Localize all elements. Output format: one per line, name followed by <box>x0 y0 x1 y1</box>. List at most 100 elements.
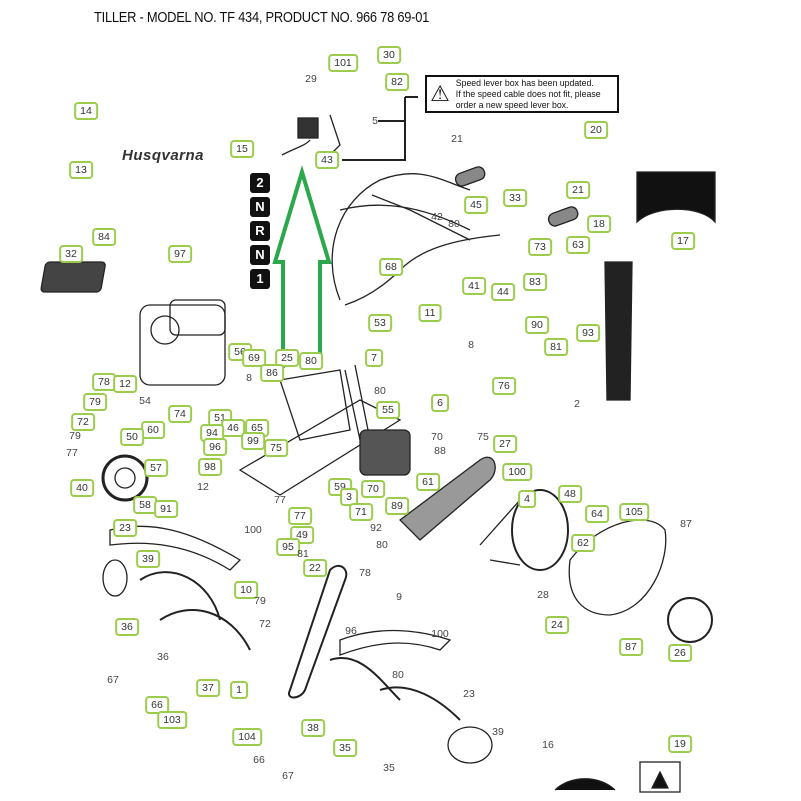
part-callout: 5 <box>372 115 378 127</box>
disc-left <box>102 559 128 597</box>
part-callout: 21 <box>566 181 590 199</box>
warning-icon: ⚠ <box>430 81 450 106</box>
part-callout: 80 <box>448 218 460 230</box>
part-callout: 94 <box>200 424 224 442</box>
part-callout: 69 <box>242 349 266 367</box>
part-callout: 80 <box>299 352 323 370</box>
part-callout: 67 <box>107 674 119 686</box>
part-callout: 72 <box>259 618 271 630</box>
part-callout: 95 <box>276 538 300 556</box>
part-callout: 77 <box>274 494 286 506</box>
part-callout: 81 <box>544 338 568 356</box>
part-callout: 100 <box>502 463 532 481</box>
part-callout: 45 <box>464 196 488 214</box>
part-callout: 38 <box>301 719 325 737</box>
disc-right <box>447 726 493 764</box>
part-callout: 36 <box>115 618 139 636</box>
part-callout: 91 <box>154 500 178 518</box>
part-callout: 99 <box>241 432 265 450</box>
part-callout: 79 <box>83 393 107 411</box>
part-callout: 36 <box>157 651 169 663</box>
part-callout: 90 <box>525 316 549 334</box>
part-callout: 39 <box>136 550 160 568</box>
part-callout: 78 <box>359 567 371 579</box>
part-callout: 70 <box>361 480 385 498</box>
part-callout: 66 <box>145 696 169 714</box>
part-callout: 1 <box>230 681 248 699</box>
gear-2: 2 <box>250 173 270 193</box>
part-callout: 50 <box>120 428 144 446</box>
part-callout: 101 <box>328 54 358 72</box>
tine-shield-right <box>339 629 452 656</box>
part-callout: 43 <box>315 151 339 169</box>
part-callout: 98 <box>198 458 222 476</box>
wheel <box>101 454 149 502</box>
part-callout: 7 <box>365 349 383 367</box>
part-callout: 6 <box>431 394 449 412</box>
part-callout: 11 <box>418 304 442 322</box>
decal-18 <box>604 261 633 401</box>
part-callout: 70 <box>431 431 443 443</box>
speed-lever-notice: ⚠ Speed lever box has been updated. If t… <box>425 75 619 113</box>
notice-line: Speed lever box has been updated. <box>455 77 594 89</box>
part-callout: 66 <box>253 754 265 766</box>
part-callout: 25 <box>275 349 299 367</box>
front-cover <box>568 519 667 616</box>
part-callout: 32 <box>59 245 83 263</box>
part-callout: 74 <box>168 405 192 423</box>
belt <box>479 499 521 566</box>
part-callout: 76 <box>492 377 516 395</box>
part-callout: 79 <box>254 595 266 607</box>
part-callout: 67 <box>282 770 294 782</box>
part-callout: 79 <box>69 430 81 442</box>
part-callout: 73 <box>528 238 552 256</box>
notice-line: order a new speed lever box. <box>455 99 569 111</box>
part-callout: 93 <box>576 324 600 342</box>
part-callout: 64 <box>585 505 609 523</box>
part-callout: 87 <box>619 638 643 656</box>
muffler-guard <box>40 261 106 293</box>
part-callout: 48 <box>558 485 582 503</box>
part-callout: 13 <box>69 161 93 179</box>
part-callout: 40 <box>70 479 94 497</box>
decal-16 <box>554 778 616 791</box>
part-callout: 4 <box>518 490 536 508</box>
part-callout: 27 <box>493 435 517 453</box>
part-callout: 81 <box>297 548 309 560</box>
part-callout: 100 <box>431 628 449 640</box>
part-callout: 30 <box>377 46 401 64</box>
part-callout: 60 <box>141 421 165 439</box>
part-callout: 77 <box>66 447 78 459</box>
part-callout: 55 <box>376 401 400 419</box>
part-callout: 20 <box>584 121 608 139</box>
part-callout: 84 <box>92 228 116 246</box>
handlebar-crossbar <box>371 194 471 241</box>
part-callout: 12 <box>197 481 209 493</box>
part-callout: 88 <box>434 445 446 457</box>
grip-left <box>454 166 486 187</box>
part-callout: 96 <box>203 438 227 456</box>
part-callout: 71 <box>349 503 373 521</box>
part-callout: 87 <box>680 518 692 530</box>
part-callout: 83 <box>523 273 547 291</box>
belt-cover <box>399 456 496 541</box>
part-callout: 2 <box>574 398 580 410</box>
part-callout: 15 <box>230 140 254 158</box>
part-callout: 14 <box>74 102 98 120</box>
part-callout: 12 <box>113 375 137 393</box>
decal-20 <box>636 171 716 224</box>
engine-block <box>139 304 226 386</box>
part-callout: 22 <box>303 559 327 577</box>
speed-lever-box <box>297 117 319 139</box>
part-callout: 105 <box>619 503 649 521</box>
part-callout: 24 <box>545 616 569 634</box>
part-callout: 8 <box>468 339 474 351</box>
transmission <box>359 429 411 476</box>
part-callout: 96 <box>345 625 357 637</box>
part-callout: 61 <box>416 473 440 491</box>
tine-shield-left <box>109 525 242 571</box>
gear-1: 1 <box>250 269 270 289</box>
part-callout: 97 <box>168 245 192 263</box>
gear-r: R <box>250 221 270 241</box>
